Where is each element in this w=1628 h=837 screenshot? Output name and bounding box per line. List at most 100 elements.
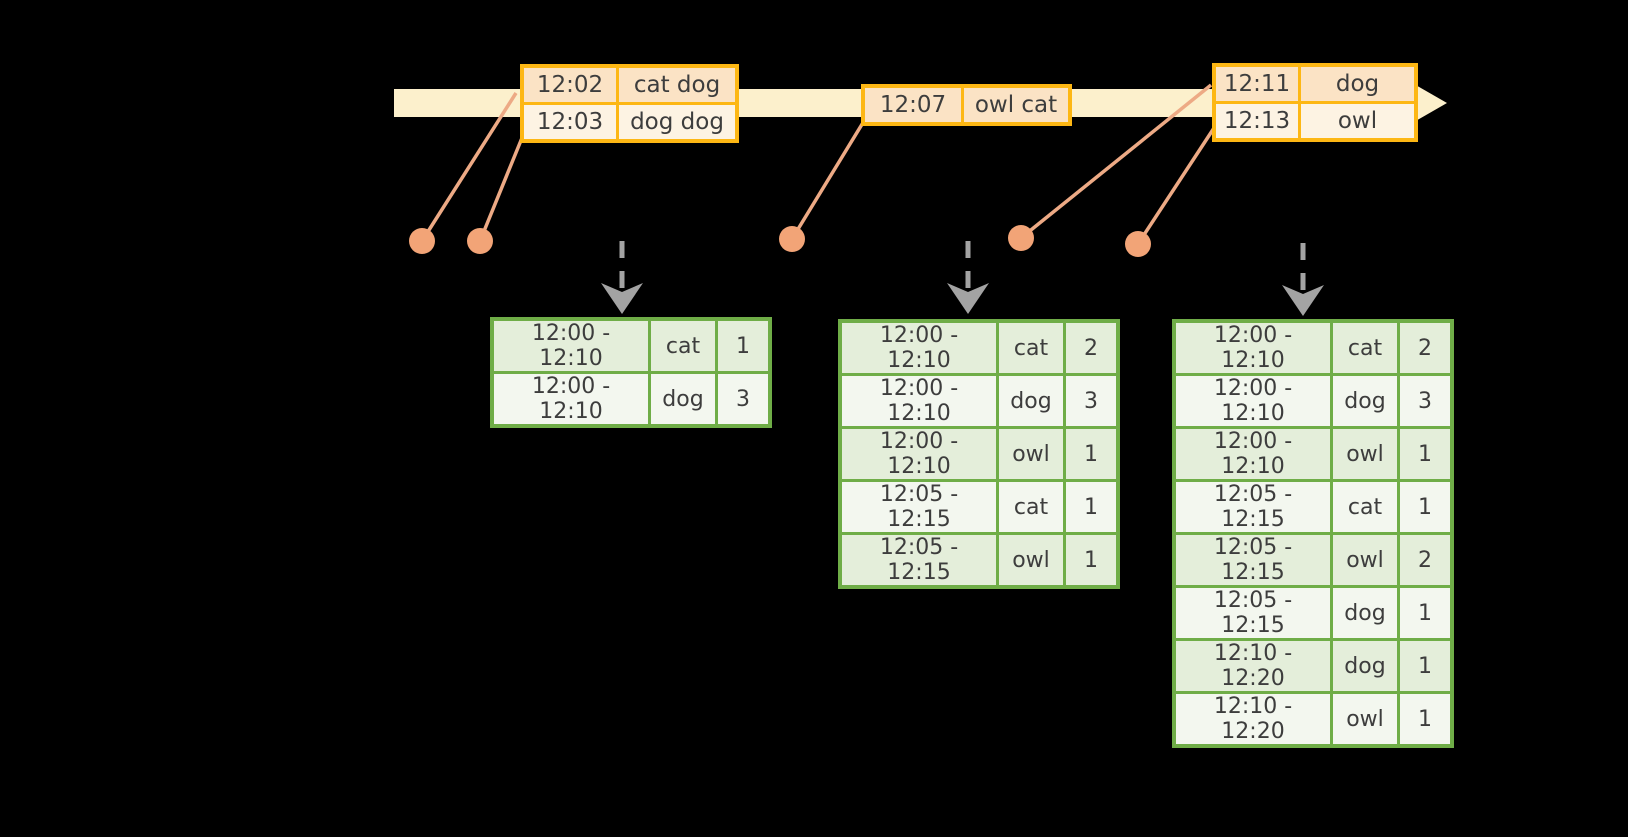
count-cell: 1 xyxy=(1066,482,1116,532)
event-marker-dot xyxy=(467,228,493,254)
event-words-cell: cat dog xyxy=(619,68,735,102)
event-connector-line xyxy=(1019,83,1213,240)
window-cell: 12:00 - 12:10 xyxy=(842,376,996,426)
word-cell: owl xyxy=(1333,694,1397,744)
word-cell: dog xyxy=(651,374,715,424)
event-connector-line xyxy=(790,120,866,240)
window-cell: 12:00 - 12:10 xyxy=(1176,323,1330,373)
trigger-arrows xyxy=(601,241,1324,316)
word-cell: owl xyxy=(1333,429,1397,479)
event-time-cell: 12:11 xyxy=(1216,67,1298,101)
window-cell: 12:05 - 12:15 xyxy=(1176,588,1330,638)
count-cell: 1 xyxy=(1400,482,1450,532)
word-cell: cat xyxy=(999,323,1063,373)
event-marker-dot xyxy=(1008,225,1034,251)
count-cell: 2 xyxy=(1400,323,1450,373)
window-cell: 12:05 - 12:15 xyxy=(842,482,996,532)
window-cell: 12:05 - 12:15 xyxy=(842,535,996,585)
count-cell: 1 xyxy=(1400,641,1450,691)
count-cell: 3 xyxy=(1066,376,1116,426)
word-cell: dog xyxy=(1333,641,1397,691)
count-cell: 3 xyxy=(1400,376,1450,426)
event-words-cell: owl xyxy=(1301,104,1414,138)
event-time-cell: 12:13 xyxy=(1216,104,1298,138)
event-marker-dot xyxy=(1125,231,1151,257)
word-cell: cat xyxy=(999,482,1063,532)
window-cell: 12:10 - 12:20 xyxy=(1176,694,1330,744)
word-cell: owl xyxy=(999,535,1063,585)
word-cell: dog xyxy=(1333,376,1397,426)
event-connector-line xyxy=(478,132,526,242)
count-cell: 2 xyxy=(1400,535,1450,585)
event-words-cell: owl cat xyxy=(964,88,1068,122)
event-words-cell: dog dog xyxy=(619,105,735,139)
word-cell: cat xyxy=(651,321,715,371)
word-cell: owl xyxy=(1333,535,1397,585)
event-marker-dot xyxy=(409,228,435,254)
count-cell: 1 xyxy=(1400,588,1450,638)
word-cell: owl xyxy=(999,429,1063,479)
window-cell: 12:00 - 12:10 xyxy=(1176,376,1330,426)
window-cell: 12:05 - 12:15 xyxy=(1176,482,1330,532)
window-cell: 12:05 - 12:15 xyxy=(1176,535,1330,585)
count-cell: 3 xyxy=(718,374,768,424)
word-cell: cat xyxy=(1333,482,1397,532)
event-marker-dots xyxy=(409,225,1151,257)
trigger-arrow-icon xyxy=(947,283,989,314)
event-marker-dot xyxy=(779,226,805,252)
window-cell: 12:00 - 12:10 xyxy=(1176,429,1330,479)
word-cell: cat xyxy=(1333,323,1397,373)
word-cell: dog xyxy=(1333,588,1397,638)
count-cell: 1 xyxy=(1400,429,1450,479)
event-connector-line xyxy=(1136,127,1216,245)
window-cell: 12:00 - 12:10 xyxy=(494,321,648,371)
window-cell: 12:10 - 12:20 xyxy=(1176,641,1330,691)
count-cell: 1 xyxy=(1400,694,1450,744)
count-cell: 2 xyxy=(1066,323,1116,373)
window-cell: 12:00 - 12:10 xyxy=(842,429,996,479)
event-time-cell: 12:02 xyxy=(524,68,616,102)
count-cell: 1 xyxy=(718,321,768,371)
event-words-cell: dog xyxy=(1301,67,1414,101)
event-connector-lines xyxy=(420,83,1216,245)
word-cell: dog xyxy=(999,376,1063,426)
count-cell: 1 xyxy=(1066,535,1116,585)
event-time-cell: 12:03 xyxy=(524,105,616,139)
event-time-cell: 12:07 xyxy=(865,88,961,122)
trigger-arrow-icon xyxy=(601,283,643,314)
window-cell: 12:00 - 12:10 xyxy=(494,374,648,424)
window-cell: 12:00 - 12:10 xyxy=(842,323,996,373)
event-connector-line xyxy=(420,92,518,242)
